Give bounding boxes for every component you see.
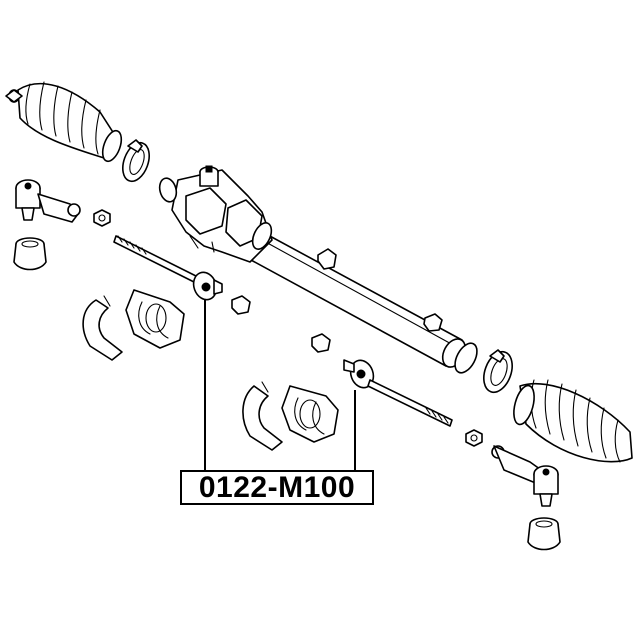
left-bellows-boot xyxy=(5,81,123,163)
steering-rack-tube xyxy=(239,227,478,374)
right-nut xyxy=(465,429,483,447)
left-retainer-nut xyxy=(231,295,251,315)
right-mount-bracket xyxy=(242,381,283,451)
center-nut xyxy=(311,333,331,353)
left-boot-clamp xyxy=(122,139,150,183)
right-dust-boot xyxy=(527,517,561,551)
left-mount-bracket xyxy=(82,295,123,361)
right-boot-clamp xyxy=(483,349,513,394)
right-bellows-boot xyxy=(513,379,633,463)
steering-gear-housing xyxy=(158,165,273,263)
left-inner-tie-rod xyxy=(113,235,223,301)
right-tie-rod-end xyxy=(491,445,559,507)
leader-lines xyxy=(204,300,356,472)
left-tie-rod-end xyxy=(15,179,81,223)
right-inner-tie-rod xyxy=(343,359,453,427)
left-nut xyxy=(93,209,111,227)
left-dust-boot xyxy=(13,237,47,271)
left-mount-bushing xyxy=(125,289,185,349)
part-number-label: 0122-M100 xyxy=(180,470,374,505)
right-mount-bushing xyxy=(281,385,339,443)
